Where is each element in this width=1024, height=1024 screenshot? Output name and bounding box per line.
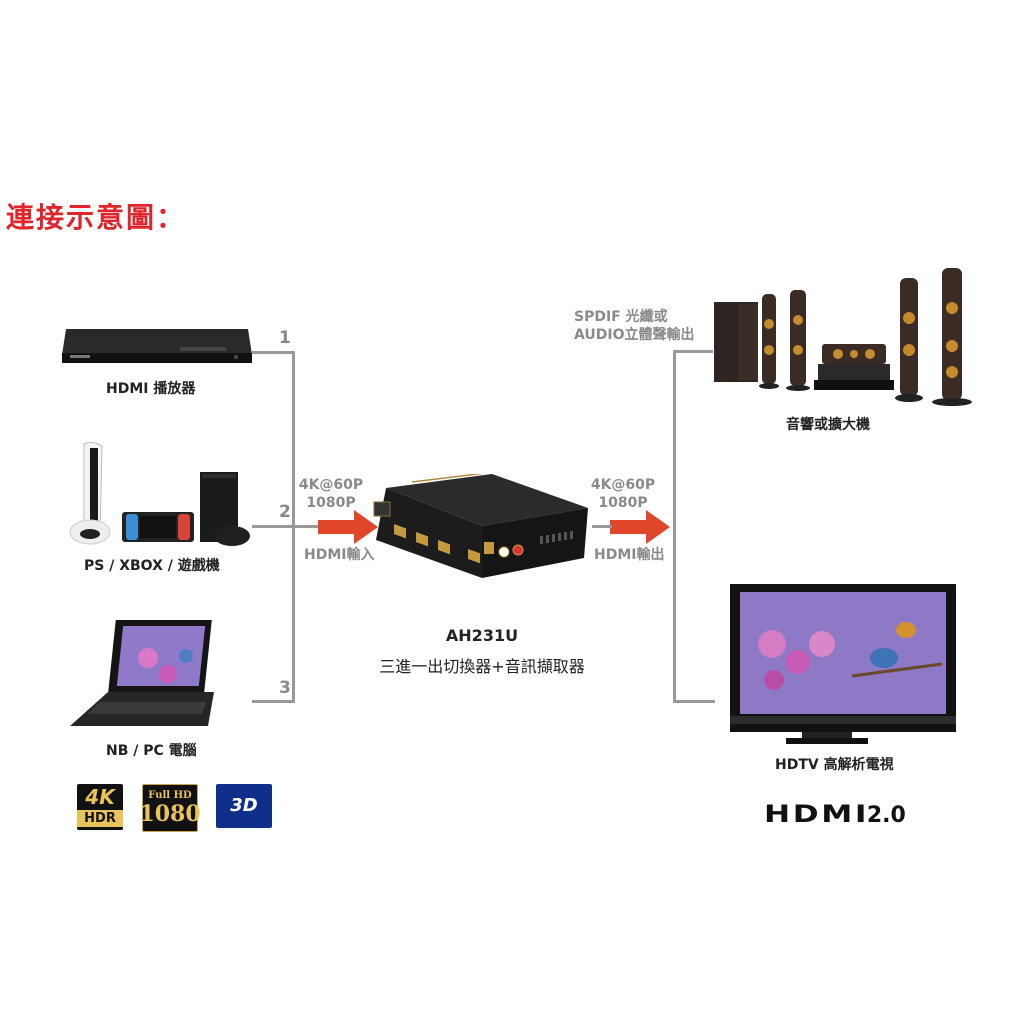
port-number-2: 2 — [279, 502, 291, 522]
device-model: AH231U — [445, 626, 519, 645]
audio-system-label: 音響或擴大機 — [786, 417, 870, 433]
3d-badge-text: 3D — [230, 795, 258, 816]
game-consoles-image — [69, 441, 250, 546]
connector-line-main — [292, 525, 322, 528]
3d-badge: 3D — [216, 784, 272, 828]
tv-label: HDTV 高解析電視 — [775, 757, 894, 773]
output-res-2: 1080P — [598, 495, 648, 511]
output-line-tv — [673, 700, 715, 703]
full-hd-badge: Full HD 1080 — [139, 784, 201, 832]
full-hd-top: Full HD — [148, 790, 192, 801]
input-res-2: 1080P — [306, 495, 356, 511]
4k-badge-top: 4K — [85, 785, 115, 809]
hdmi-logo-brand: HDMI — [764, 800, 870, 828]
output-res-1: 4K@60P — [590, 477, 656, 493]
connector-line-2 — [252, 525, 294, 528]
input-label: HDMI輸入 — [304, 547, 375, 563]
device-description: 三進一出切換器+音訊擷取器 — [379, 657, 585, 676]
page-title: 連接示意圖： — [6, 201, 187, 234]
input-resolution: 4K@60P 1080P — [296, 476, 366, 512]
4k-hdr-badge: 4K HDR — [77, 784, 123, 830]
hdmi-logo-version: 2.0 — [866, 803, 906, 828]
full-hd-bottom: 1080 — [139, 801, 201, 827]
audio-output-text: SPDIF 光纖或 AUDIO立體聲輸出 — [574, 308, 695, 344]
output-resolution: 4K@60P 1080P — [588, 476, 658, 512]
bluray-player-image — [62, 329, 252, 363]
output-arrow-line — [592, 525, 612, 528]
consoles-label: PS / XBOX / 遊戲機 — [84, 558, 220, 574]
output-line-audio — [673, 350, 713, 353]
connector-line-1 — [252, 351, 294, 354]
switch-device-image — [373, 474, 588, 578]
laptop-image — [70, 620, 214, 726]
hdmi-logo: HDMI 2.0 — [764, 800, 906, 828]
connector-line-3 — [252, 700, 294, 703]
input-arrow-icon — [318, 510, 378, 544]
port-number-3: 3 — [279, 678, 291, 698]
player-label: HDMI 播放器 — [106, 381, 196, 397]
laptop-label: NB / PC 電腦 — [106, 743, 197, 759]
hdr-badge-bottom: HDR — [77, 810, 123, 827]
output-label: HDMI輸出 — [594, 547, 665, 563]
output-line-vertical — [673, 350, 676, 702]
speaker-system-image — [714, 268, 972, 406]
hdtv-image — [730, 584, 956, 744]
output-arrow-icon — [610, 510, 670, 544]
audio-output-line-2: AUDIO立體聲輸出 — [574, 327, 695, 343]
input-res-1: 4K@60P — [298, 477, 364, 493]
audio-output-line-1: SPDIF 光纖或 — [574, 309, 668, 325]
port-number-1: 1 — [279, 328, 291, 348]
